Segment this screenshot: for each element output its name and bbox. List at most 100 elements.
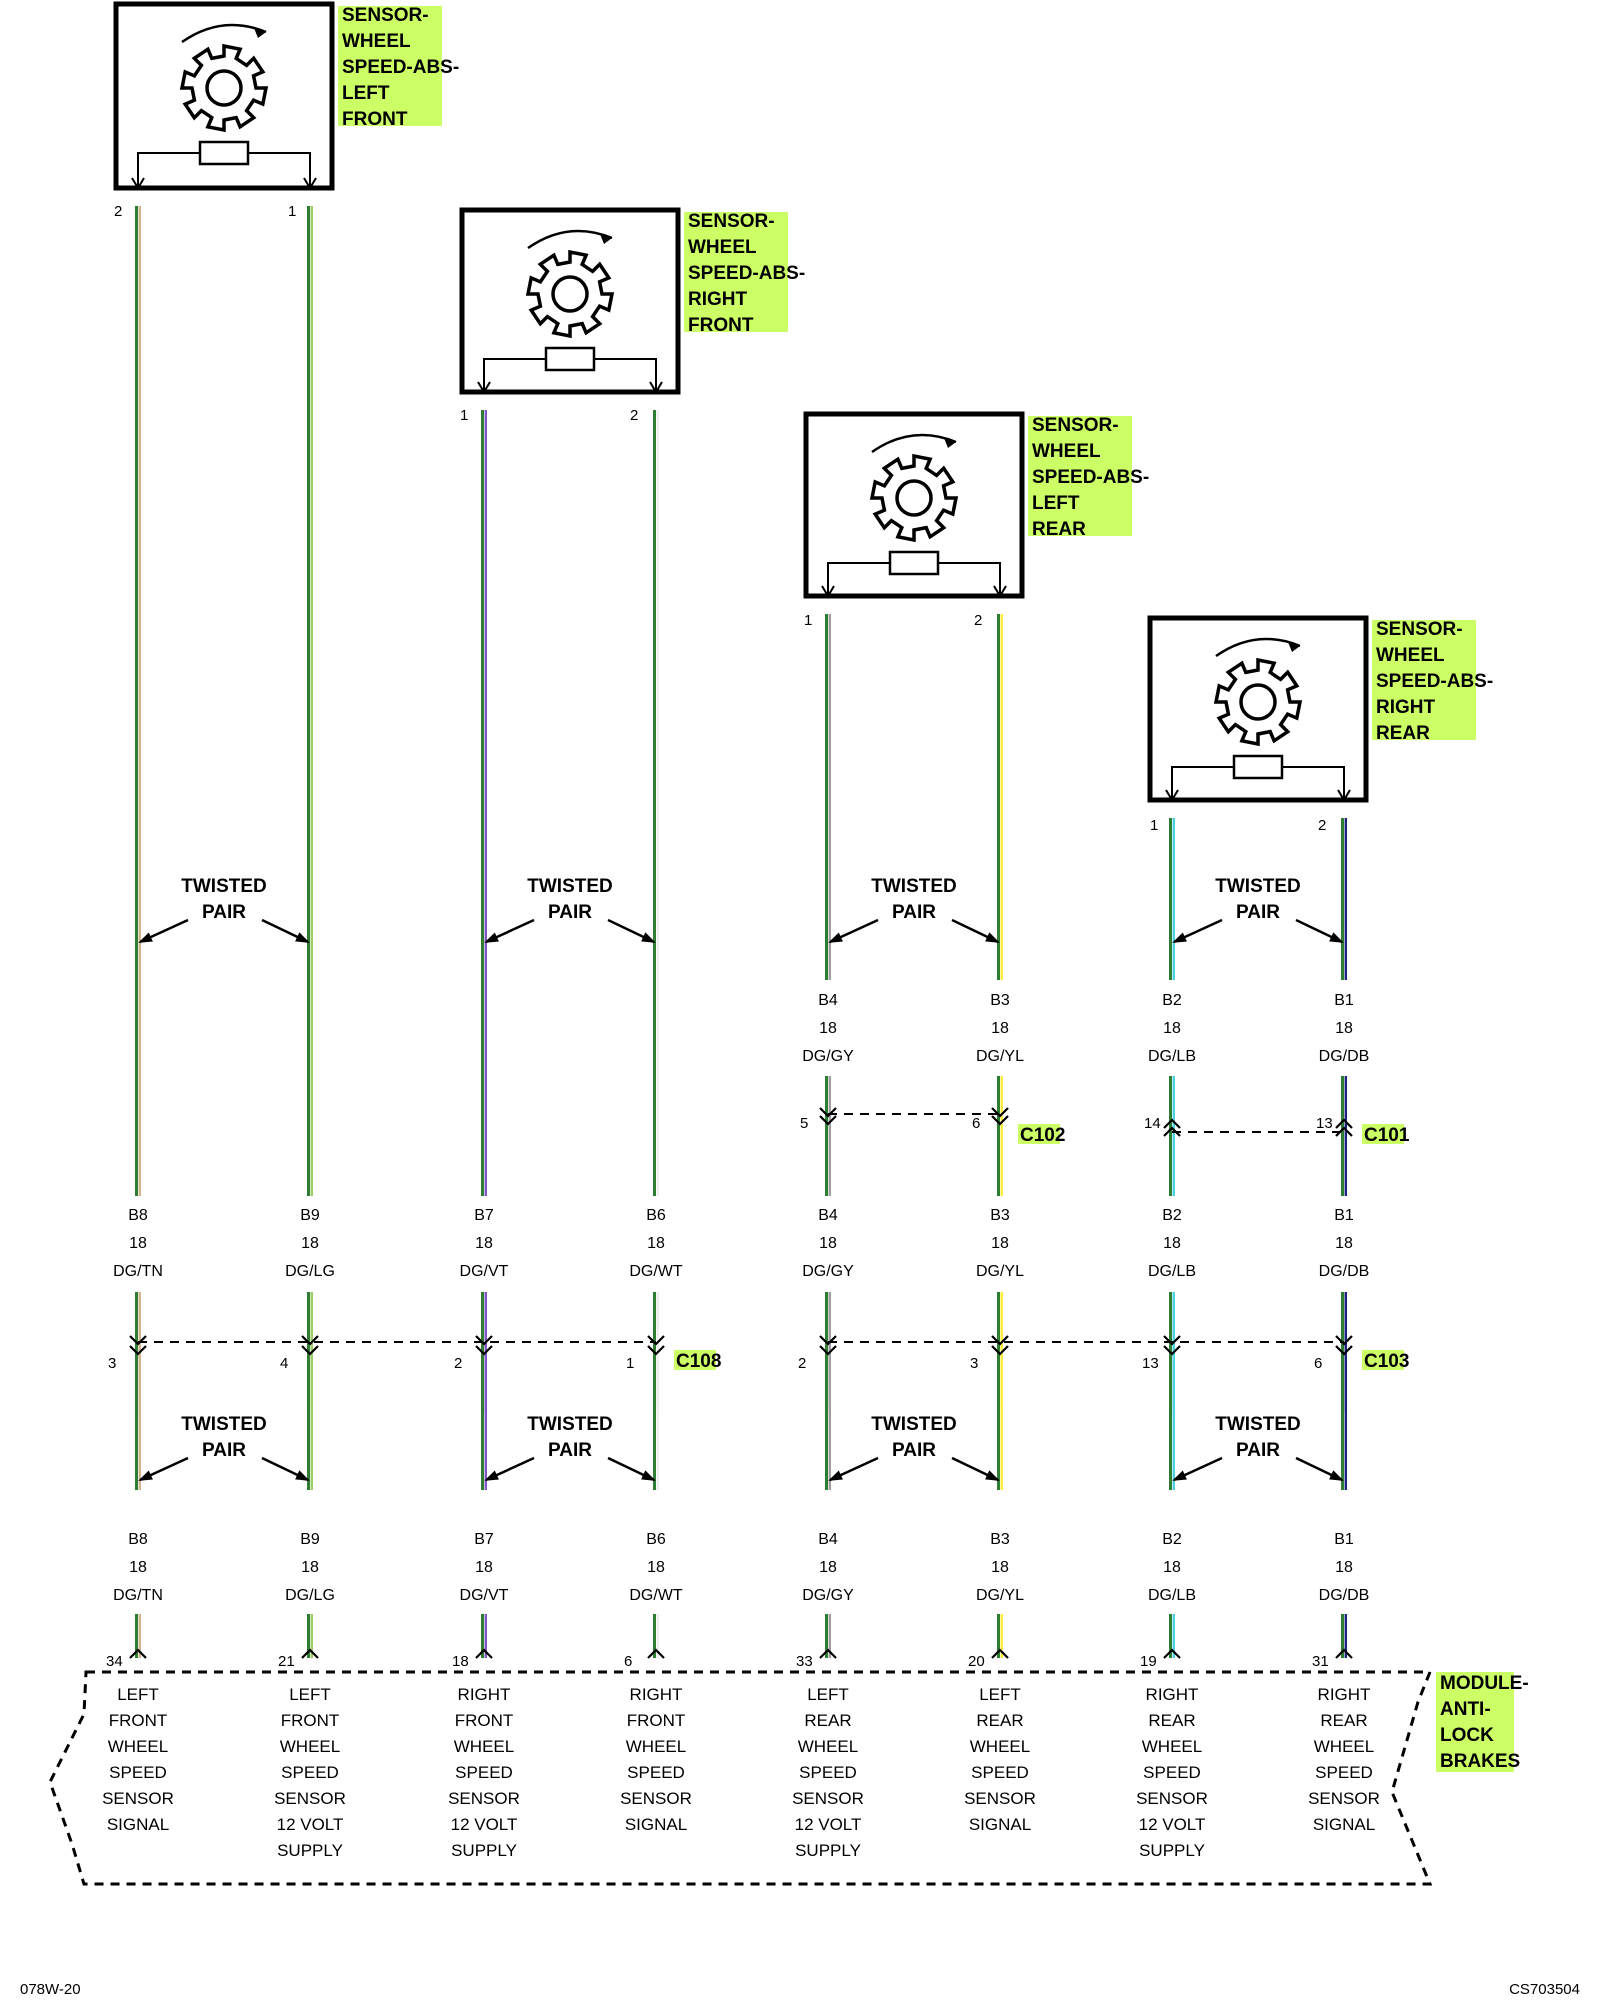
twisted-pair-upper-1: TWISTED PAIR: [138, 876, 310, 944]
module-function-label: RIGHT: [1318, 1685, 1371, 1704]
wire-segment: [135, 1292, 142, 1490]
wire-segment: [825, 1076, 831, 1196]
connector-pin-symbol: [991, 1107, 1009, 1118]
gear-hub: [205, 69, 243, 107]
module-function-label: SUPPLY: [1139, 1841, 1205, 1860]
wire-segment: [1169, 818, 1176, 980]
sensor-label-line: LEFT: [1032, 493, 1080, 514]
wire-circuit: B4: [818, 992, 838, 1009]
sensor-pin: 2: [974, 612, 982, 629]
gear-icon: [525, 249, 615, 339]
wire-circuit: B7: [474, 1531, 494, 1548]
inline-connector-pin: 2: [454, 1355, 462, 1372]
module-function-label: SENSOR: [448, 1789, 520, 1808]
sensor-internal-wire: [483, 358, 546, 390]
connector-pin-symbol: [129, 1648, 147, 1659]
wire-segment: [1341, 1292, 1348, 1490]
module-pin: 31: [1312, 1653, 1329, 1670]
connector-pin-symbol: [1335, 1126, 1353, 1137]
upper-connector-pin: 14: [1144, 1115, 1161, 1132]
connector-pin-symbol: [991, 1648, 1009, 1659]
wire-color-code: DG/GY: [802, 1263, 854, 1280]
wire-color-code: DG/TN: [113, 1263, 163, 1280]
sensor-right-rear: SENSOR- WHEEL SPEED-ABS- RIGHT REAR 1 2: [1147, 615, 1493, 834]
module-label-line: MODULE-: [1440, 1673, 1529, 1694]
connector-pin-symbol: [129, 1345, 147, 1356]
module-function-label: LEFT: [289, 1685, 331, 1704]
module-label: MODULE- ANTI- LOCK BRAKES: [1436, 1672, 1529, 1772]
inline-connector-pin: 3: [970, 1355, 978, 1372]
connector-label-c108: C108: [674, 1350, 721, 1372]
twisted-pair-lower-3: TWISTED PAIR: [828, 1414, 1000, 1482]
module-function-label: SPEED: [281, 1763, 339, 1782]
label-bg: [1028, 416, 1132, 536]
connector-pin-symbol: [819, 1107, 837, 1118]
module-function-label: RIGHT: [1146, 1685, 1199, 1704]
inline-connector-pin: 13: [1142, 1355, 1159, 1372]
wire-segment: [825, 614, 831, 980]
module-function-label: WHEEL: [1314, 1737, 1374, 1756]
sensor-left-rear: SENSOR- WHEEL SPEED-ABS- LEFT REAR 1 2: [803, 411, 1149, 629]
footer-right-code: CS703504: [1509, 1981, 1580, 1998]
wire-gauge: 18: [647, 1235, 665, 1252]
module-function-label: SENSOR: [964, 1789, 1036, 1808]
module-function-label: SPEED: [799, 1763, 857, 1782]
gear-icon: [869, 453, 959, 543]
gear-icon: [179, 43, 269, 133]
wire-circuit: B2: [1162, 992, 1182, 1009]
sensor-internal-wire: [1282, 766, 1345, 798]
twisted-pair-line2: PAIR: [892, 902, 936, 923]
wire-gauge: 18: [991, 1559, 1009, 1576]
gear-hub: [895, 479, 933, 517]
module-function-label: SPEED: [971, 1763, 1029, 1782]
label-bg: [1018, 1124, 1060, 1144]
module-function-label: SUPPLY: [277, 1841, 343, 1860]
twisted-pair-line1: TWISTED: [1215, 876, 1301, 897]
wire-segment: [997, 614, 1003, 980]
label-bg: [1362, 1350, 1404, 1370]
wire-segment: [1169, 1292, 1176, 1490]
module-function-label: SENSOR: [1308, 1789, 1380, 1808]
rotation-arrowhead: [600, 234, 612, 244]
sensor-label-line: WHEEL: [1376, 645, 1445, 666]
module-function-label: SENSOR: [620, 1789, 692, 1808]
module-function-label: SIGNAL: [969, 1815, 1031, 1834]
rotation-arc: [181, 23, 267, 44]
wire-circuit: B2: [1162, 1531, 1182, 1548]
connector-pin-symbol: [1335, 1335, 1353, 1346]
wire-circuit: B8: [128, 1207, 148, 1224]
wire-gauge: 18: [129, 1235, 147, 1252]
connector-pin-symbol: [1163, 1118, 1181, 1129]
sensor-label-line: SENSOR-: [688, 211, 775, 232]
rotation-arc: [527, 229, 613, 250]
wire-circuit: B6: [646, 1531, 666, 1548]
gear-teeth: [179, 43, 269, 133]
module-pin: 18: [452, 1653, 469, 1670]
connector-pin-symbol: [819, 1115, 837, 1126]
sensor-label-line: RIGHT: [688, 289, 748, 310]
wire-color-code: DG/LB: [1148, 1048, 1196, 1065]
module-function-label: SENSOR: [102, 1789, 174, 1808]
sensor-label-line: FRONT: [342, 109, 408, 130]
inline-connector-pin: 6: [1314, 1355, 1322, 1372]
wire-circuit: B4: [818, 1207, 838, 1224]
sensor-internal-wire: [1171, 766, 1234, 798]
module-label-line: BRAKES: [1440, 1751, 1520, 1772]
sensor-label-line: SENSOR-: [342, 5, 429, 26]
gear-hub: [1239, 683, 1277, 721]
module-function-label: WHEEL: [970, 1737, 1030, 1756]
module-function-label: SIGNAL: [107, 1815, 169, 1834]
inline-connector-pin: 4: [280, 1355, 288, 1372]
sensor-label-line: REAR: [1376, 723, 1430, 744]
wire-circuit: B9: [300, 1207, 320, 1224]
wire-segment: [1169, 1076, 1176, 1196]
wire-color-code: DG/YL: [976, 1587, 1024, 1604]
connector-pin-symbol: [1163, 1648, 1181, 1659]
connector-pin-symbol: [475, 1335, 493, 1346]
wire-color-code: DG/VT: [460, 1263, 509, 1280]
sensor-label-line: REAR: [1032, 519, 1086, 540]
connector-label-c101: C101: [1362, 1124, 1410, 1146]
twisted-pair-line2: PAIR: [548, 902, 592, 923]
